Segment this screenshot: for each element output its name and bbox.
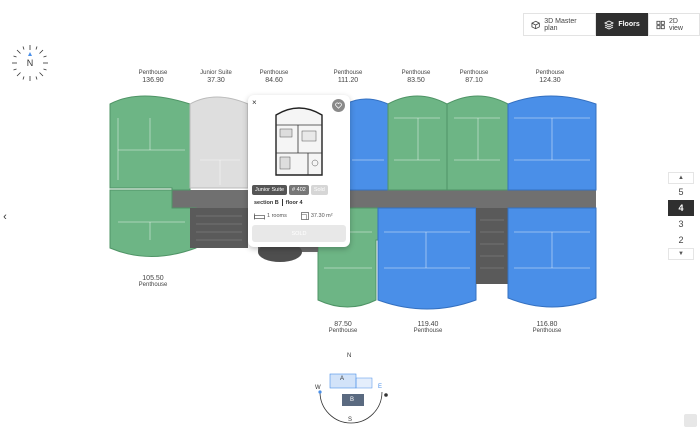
apartment-label: Penthouse 111.20 xyxy=(318,70,378,84)
apartment-type: Penthouse xyxy=(413,328,443,334)
apartment-type: Penthouse xyxy=(333,70,363,76)
apartment-label: 119.40 Penthouse xyxy=(398,321,458,335)
floor-option-3[interactable]: 3 xyxy=(668,216,694,232)
floor-picker: ▲ 5 4 3 2 ▼ xyxy=(668,172,694,260)
floor-option-4[interactable]: 4 xyxy=(668,200,694,216)
sold-button[interactable]: SOLD xyxy=(252,225,346,242)
close-icon[interactable]: × xyxy=(252,98,257,107)
lobby-rotunda xyxy=(258,242,302,262)
floor-up-button[interactable]: ▲ xyxy=(668,172,694,184)
section-floor-info: section B floor 4 xyxy=(254,199,303,206)
apartment-label: Penthouse 87.10 xyxy=(444,70,504,84)
stair-treads xyxy=(196,215,504,269)
apartment-unit-111-20[interactable] xyxy=(345,98,389,191)
apartment-label: 116.80 Penthouse xyxy=(517,321,577,335)
master-plan-3d-button[interactable]: 3D Master plan xyxy=(523,13,597,36)
orientation-dial-icon xyxy=(318,373,388,424)
east-label: E xyxy=(378,384,383,390)
apartment-type: Penthouse xyxy=(459,70,489,76)
stairwell-right xyxy=(476,208,508,284)
apartment-area: 87.50 xyxy=(334,321,352,328)
apartment-area: 105.50 xyxy=(142,275,164,282)
master-plan-3d-label: 3D Master plan xyxy=(544,17,577,32)
area-stat: 37.30 m² xyxy=(301,212,333,220)
apartment-label: Penthouse 83.50 xyxy=(386,70,446,84)
apartment-popup: × Junior Suite # 402 Sold section B floor… xyxy=(248,95,350,247)
apartment-type: Penthouse xyxy=(401,70,431,76)
brand-logo-icon xyxy=(684,414,697,427)
corridor xyxy=(172,190,596,208)
back-button[interactable]: ‹ xyxy=(0,205,10,229)
apartment-area: 111.20 xyxy=(337,77,359,84)
interior-walls xyxy=(117,117,590,269)
area-icon xyxy=(301,212,309,220)
apartment-stats: 1 rooms 37.30 m² xyxy=(254,212,333,220)
apartment-type-tag: Junior Suite xyxy=(252,185,288,195)
area-value: 37.30 m² xyxy=(310,213,333,219)
floor-label: floor 4 xyxy=(285,199,303,206)
apartment-area: 87.10 xyxy=(465,77,483,84)
view-switcher: 3D Master plan Floors 2D view xyxy=(523,13,700,36)
view-2d-label: 2D view xyxy=(668,17,683,32)
chevron-down-icon: ▼ xyxy=(678,251,684,257)
apartment-type: Penthouse xyxy=(259,70,289,76)
layers-icon xyxy=(604,19,615,30)
apartment-tags: Junior Suite # 402 Sold xyxy=(252,185,328,195)
floor-option-5[interactable]: 5 xyxy=(668,184,694,200)
west-label: W xyxy=(315,385,321,391)
apartment-unit-37-30[interactable] xyxy=(189,96,249,189)
apartment-label: Penthouse 136.90 xyxy=(123,70,183,84)
floors-button[interactable]: Floors xyxy=(596,13,648,36)
apartment-number-tag: # 402 xyxy=(289,185,309,195)
view-2d-button[interactable]: 2D view xyxy=(647,13,700,36)
apartment-type: Penthouse xyxy=(532,328,562,334)
south-label: S xyxy=(348,417,353,423)
favorite-button[interactable] xyxy=(332,99,345,112)
compass-rose-icon xyxy=(12,45,48,81)
heart-icon xyxy=(335,102,342,109)
chevron-left-icon: ‹ xyxy=(3,211,7,223)
apartment-area: 136.90 xyxy=(142,77,164,84)
apartment-label: 87.50 Penthouse xyxy=(313,321,373,335)
compass: N xyxy=(11,44,49,82)
apartment-area: 124.30 xyxy=(539,77,561,84)
bed-icon xyxy=(254,213,265,219)
block-b-label: B xyxy=(350,397,355,403)
status-badge: Sold xyxy=(310,185,328,195)
apartment-type: Penthouse xyxy=(138,282,168,288)
apartment-label: Penthouse 124.30 xyxy=(520,70,580,84)
apartment-type: Junior Suite xyxy=(200,70,232,76)
rooms-stat: 1 rooms xyxy=(254,212,287,220)
apartment-area: 84.60 xyxy=(265,77,283,84)
apartment-label: 105.50 Penthouse xyxy=(123,275,183,289)
chevron-up-icon: ▲ xyxy=(678,175,684,181)
apartment-label: Junior Suite 37.30 xyxy=(186,70,246,84)
orientation-diagram: N S W E A B xyxy=(310,352,392,428)
floor-option-2[interactable]: 2 xyxy=(668,232,694,248)
floor-down-button[interactable]: ▼ xyxy=(668,248,694,260)
rooms-value: 1 rooms xyxy=(267,213,287,219)
north-label: N xyxy=(347,353,352,359)
grid-icon xyxy=(656,20,665,29)
block-a-label: A xyxy=(340,376,345,382)
compass-north-label: N xyxy=(26,58,34,68)
apartment-area: 37.30 xyxy=(207,77,225,84)
cube-icon xyxy=(531,20,540,29)
apartment-area: 116.80 xyxy=(536,321,558,328)
apartment-layout-thumbnail xyxy=(275,107,323,176)
apartment-label: Penthouse 84.60 xyxy=(244,70,304,84)
apartment-unit-83-50[interactable] xyxy=(387,95,448,191)
stairwell-left xyxy=(190,208,248,248)
apartment-unit-87-10[interactable] xyxy=(446,95,509,191)
section-label: section B xyxy=(254,199,279,206)
apartment-type: Penthouse xyxy=(535,70,565,76)
apartment-area: 119.40 xyxy=(417,321,439,328)
apartment-unit-119-40[interactable] xyxy=(377,207,477,310)
apartment-type: Penthouse xyxy=(328,328,358,334)
apartment-area: 83.50 xyxy=(407,77,425,84)
floors-label: Floors xyxy=(618,21,640,28)
apartment-type: Penthouse xyxy=(138,70,168,76)
